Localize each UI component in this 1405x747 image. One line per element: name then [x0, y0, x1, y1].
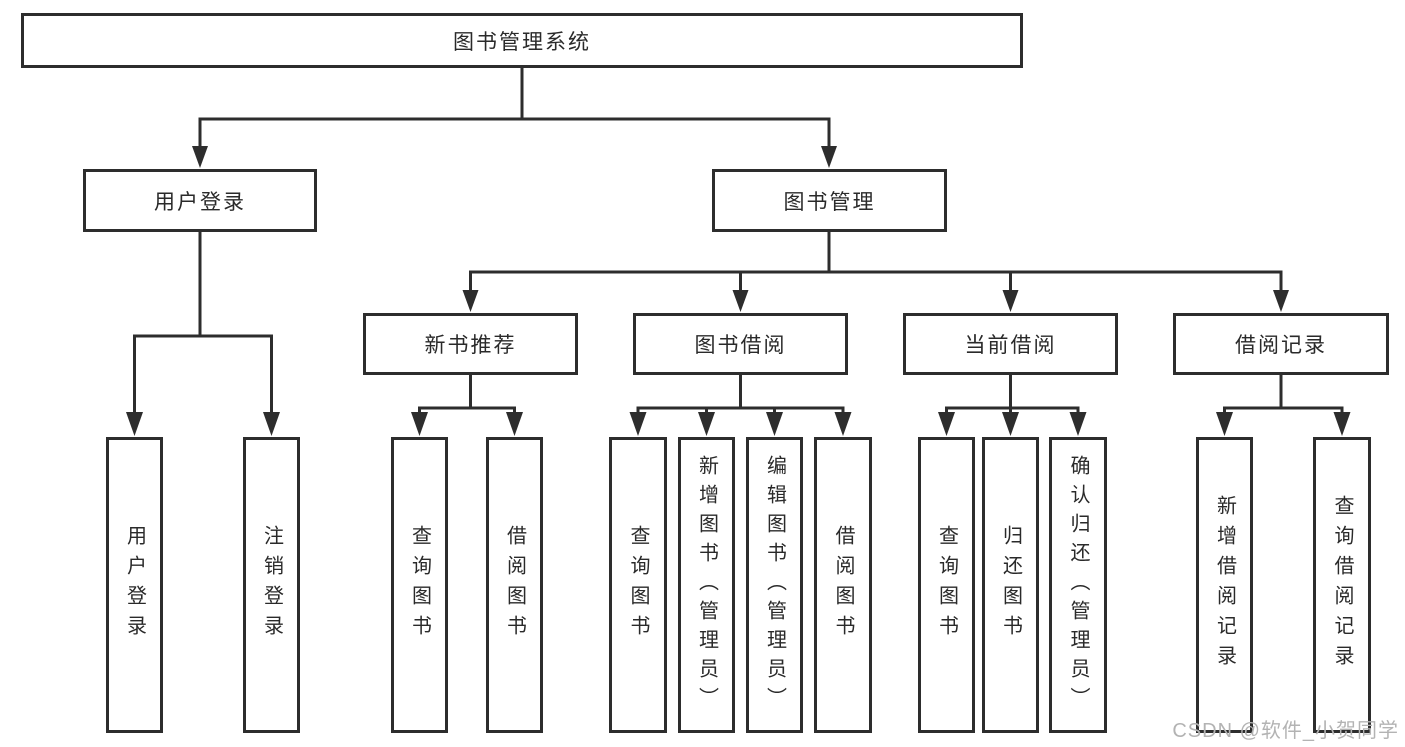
leaf-label: 注销登录	[260, 525, 283, 645]
leaf-query-books-recommend: 查询图书	[391, 437, 448, 733]
leaf-label: 编辑图书（管理员）	[763, 454, 786, 716]
node-book-management: 图书管理	[712, 169, 947, 232]
leaf-label: 查询图书	[408, 525, 431, 645]
leaf-borrow-books-borrowing: 借阅图书	[814, 437, 872, 733]
leaf-borrow-books-recommend: 借阅图书	[486, 437, 543, 733]
node-label: 图书管理	[783, 190, 876, 214]
node-new-book-recommend: 新书推荐	[363, 313, 578, 375]
node-book-borrowing: 图书借阅	[633, 313, 848, 375]
node-label: 当前借阅	[964, 334, 1057, 357]
node-library-management-system: 图书管理系统	[21, 13, 1023, 68]
leaf-query-books-current: 查询图书	[918, 437, 975, 733]
leaf-add-books-admin: 新增图书（管理员）	[678, 437, 735, 733]
node-label: 图书管理系统	[453, 30, 591, 54]
node-label: 新书推荐	[424, 334, 517, 357]
node-label: 图书借阅	[694, 334, 787, 357]
leaf-user-login: 用户登录	[106, 437, 163, 733]
leaf-label: 借阅图书	[503, 525, 526, 645]
leaf-query-books-borrowing: 查询图书	[609, 437, 667, 733]
node-borrowing-records: 借阅记录	[1173, 313, 1389, 375]
arrowheads	[126, 146, 1351, 436]
node-user-login: 用户登录	[83, 169, 317, 232]
node-label: 借阅记录	[1235, 334, 1327, 357]
leaf-label: 新增借阅记录	[1213, 495, 1236, 675]
leaf-label: 借阅图书	[832, 525, 854, 645]
leaf-return-books: 归还图书	[982, 437, 1039, 733]
leaf-label: 用户登录	[123, 525, 146, 645]
node-current-borrowing: 当前借阅	[903, 313, 1118, 375]
leaf-add-borrow-record: 新增借阅记录	[1196, 437, 1253, 733]
leaf-label: 查询图书	[627, 525, 649, 645]
leaf-query-borrow-record: 查询借阅记录	[1313, 437, 1371, 733]
node-label: 用户登录	[154, 190, 246, 214]
csdn-watermark: CSDN @软件_小贺同学	[1172, 720, 1399, 742]
leaf-label: 归还图书	[999, 525, 1022, 645]
leaf-label: 查询借阅记录	[1331, 495, 1353, 675]
leaf-label: 新增图书（管理员）	[695, 454, 718, 716]
leaf-label: 查询图书	[935, 525, 958, 645]
leaf-logout: 注销登录	[243, 437, 300, 733]
leaf-edit-books-admin: 编辑图书（管理员）	[746, 437, 803, 733]
leaf-confirm-return-admin: 确认归还（管理员）	[1049, 437, 1107, 733]
leaf-label: 确认归还（管理员）	[1067, 454, 1089, 716]
